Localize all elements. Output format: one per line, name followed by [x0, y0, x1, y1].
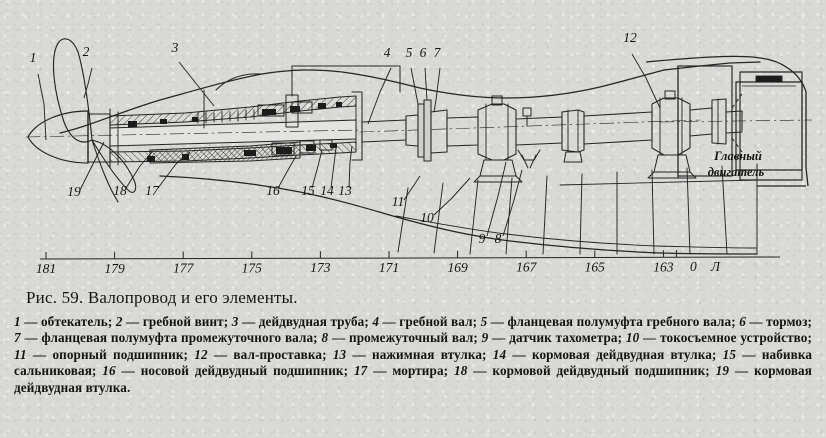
callout-number-13: 13: [338, 183, 352, 198]
scale-label-169: 169: [447, 260, 468, 275]
legend-text-18: — кормовой дейдвудный подшипник;: [467, 363, 716, 379]
callout-number-18: 18: [113, 183, 127, 198]
scale-label-zero: 0: [690, 259, 697, 274]
tachometer-sensor: [517, 107, 541, 169]
scale-label-181: 181: [36, 261, 56, 276]
hull-frame-lines: [397, 163, 758, 255]
legend-number-14: 14: [492, 346, 507, 362]
callout-number-19: 19: [67, 184, 81, 199]
scale-label-171: 171: [379, 260, 399, 275]
legend-number-8: 8: [321, 330, 329, 346]
engine-label-line1: Главный: [713, 149, 762, 163]
current-collector: [561, 109, 585, 163]
legend-number-9: 9: [481, 330, 489, 346]
callout-number-11: 11: [392, 194, 405, 209]
callout-number-5: 5: [406, 45, 413, 60]
legend-number-3: 3: [231, 314, 239, 329]
shaft-line-diagram: Главный двигатель 1234567891011121314151…: [25, 30, 826, 276]
legend-number-12: 12: [194, 346, 208, 362]
callout-number-6: 6: [420, 45, 427, 60]
legend-text-8: — промежуточный вал;: [328, 330, 482, 346]
scale-label-173: 173: [310, 260, 331, 275]
hull-bottom-line: [159, 175, 758, 255]
legend-text-15: — набивка сальниковая;: [14, 346, 813, 379]
callout-number-8: 8: [495, 231, 502, 246]
engine-casing: [794, 84, 826, 176]
legend-text-14: — кормовая дейдвудная втулка;: [506, 346, 723, 362]
callout-number-4: 4: [384, 45, 391, 60]
callout-number-3: 3: [171, 40, 179, 55]
legend-number-1: 1: [14, 314, 21, 329]
callout-number-7: 7: [434, 45, 442, 60]
legend-number-2: 2: [115, 314, 123, 329]
legend-number-15: 15: [722, 346, 737, 362]
callout-number-14: 14: [320, 183, 334, 198]
legend-number-10: 10: [625, 330, 640, 346]
legend-number-6: 6: [739, 314, 746, 329]
legend-number-11: 11: [14, 346, 27, 362]
legend-text-2: — гребной винт;: [122, 314, 232, 329]
bearing-pedestal: [473, 95, 523, 183]
bearing-pedestal-2: [647, 90, 697, 179]
legend-text-17: — мортира;: [367, 363, 454, 379]
scale-label-165: 165: [585, 259, 606, 274]
legend-number-17: 17: [353, 363, 368, 379]
legend-text-10: — токосъемное устройство;: [639, 330, 812, 346]
scale-label-167: 167: [516, 260, 538, 275]
main-engine-block: [739, 71, 803, 181]
legend-text-7: — фланцевая полумуфта промежуточного вал…: [20, 330, 322, 346]
shaft-line: [359, 90, 743, 183]
callout-number-16: 16: [266, 183, 280, 198]
engine-label-line2: двигатель: [708, 165, 765, 179]
legend-text-11: — опорный подшипник;: [26, 346, 195, 362]
legend-number-4: 4: [372, 314, 380, 329]
callout-number-9: 9: [479, 231, 486, 246]
legend-number-7: 7: [14, 330, 21, 346]
scale-label-177: 177: [173, 261, 195, 276]
legend-text-16: — носовой дейдвудный подшипник;: [115, 363, 354, 379]
legend-text-9: — датчик тахометра;: [488, 330, 626, 346]
legend-text-6: — тормоз;: [745, 314, 812, 329]
legend-text-12: — вал-проставка;: [207, 346, 333, 362]
callout-number-2: 2: [83, 44, 90, 59]
scale-label-179: 179: [104, 261, 125, 276]
callout-number-17: 17: [145, 183, 160, 198]
legend-text-3: — дейдвудная труба;: [238, 314, 373, 329]
figure-title: Рис. 59. Валопровод и его элементы.: [26, 288, 298, 307]
stern-tube-assembly: [25, 91, 363, 169]
hull-deck-line: [59, 61, 761, 134]
legend-number-5: 5: [480, 314, 488, 329]
engine-detail: [645, 55, 813, 187]
engine-label: Главный двигатель: [708, 149, 765, 179]
callout-leaders: [37, 53, 661, 237]
scale-label-163: 163: [653, 259, 674, 274]
legend-number-13: 13: [332, 346, 347, 362]
scale-label-175: 175: [242, 260, 263, 275]
callout-number-1: 1: [30, 50, 37, 65]
callout-number-15: 15: [301, 183, 315, 198]
legend-text-19: — кормовая дейдвудная втулка.: [14, 363, 812, 395]
scale-unit-label: Л: [710, 259, 721, 274]
legend-number-19: 19: [715, 363, 730, 379]
legend-text-5: — фланцевая полумуфта гребного вала;: [487, 314, 740, 329]
callout-number-10: 10: [420, 210, 434, 225]
legend-number-18: 18: [454, 363, 468, 379]
figure-legend: 1 — обтекатель; 2 — гребной винт; 3 — де…: [14, 314, 812, 396]
callout-number-12: 12: [623, 30, 637, 45]
bulkhead-stern: [203, 65, 401, 129]
legend-text-4: — гребной вал;: [379, 314, 481, 329]
legend-text-13: — нажимная втулка;: [346, 346, 493, 362]
legend-number-16: 16: [102, 363, 116, 379]
legend-text-1: — обтекатель;: [20, 314, 116, 329]
